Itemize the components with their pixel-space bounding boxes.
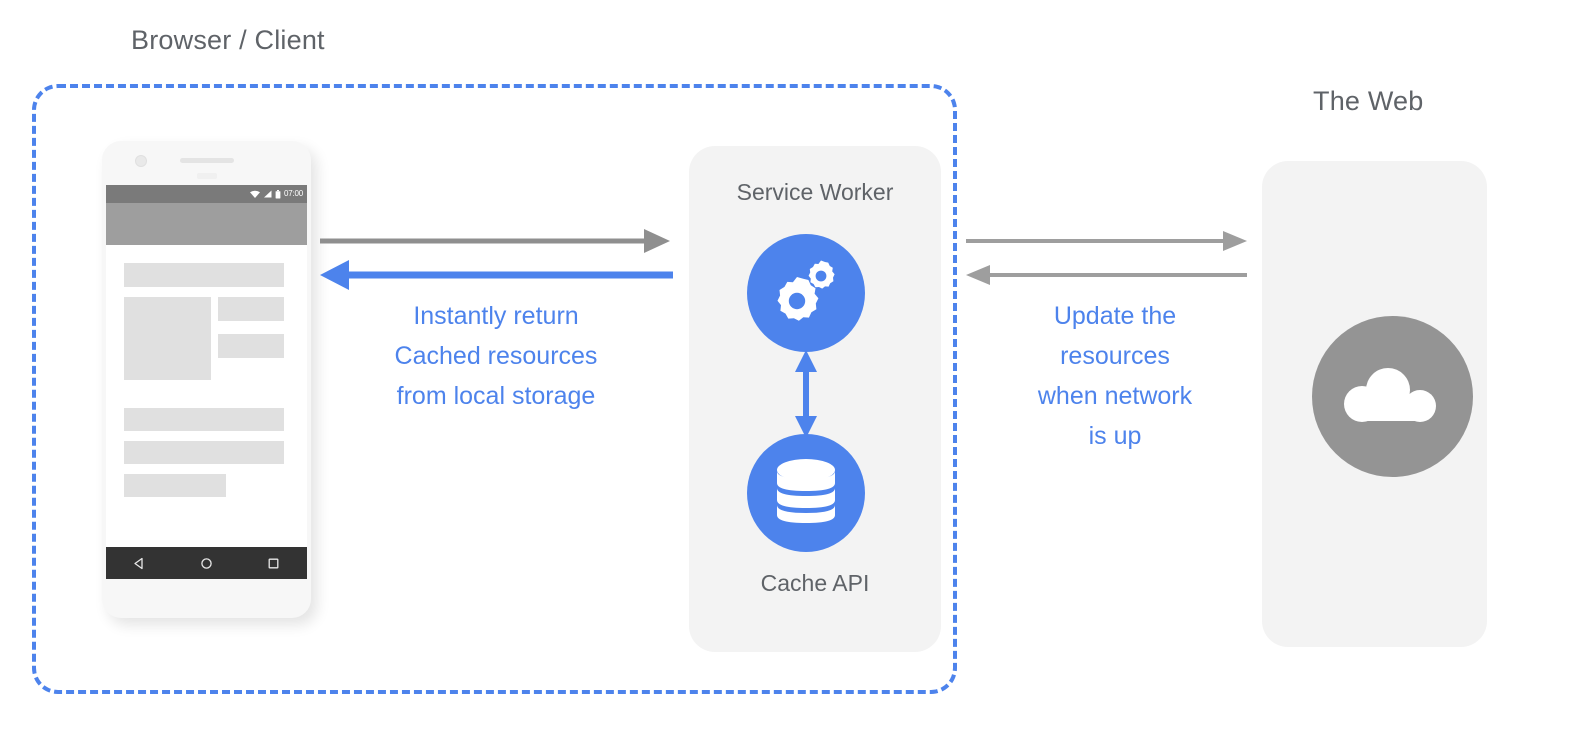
service-worker-gears-badge xyxy=(747,234,865,352)
cache-database-badge xyxy=(747,434,865,552)
home-button[interactable] xyxy=(200,557,213,570)
client-service-worker-arrows xyxy=(320,229,673,290)
skeleton-block xyxy=(124,297,211,380)
android-nav-bar xyxy=(106,547,307,579)
cloud-badge xyxy=(1312,316,1473,477)
browser-client-title: Browser / Client xyxy=(131,25,325,55)
status-bar-time: 07:00 xyxy=(283,189,303,198)
gears-icon xyxy=(777,260,835,321)
browser-client-boundary xyxy=(32,84,957,694)
bidirectional-arrow xyxy=(795,350,817,438)
skeleton-block xyxy=(124,408,284,431)
web-to-service-worker-response-arrow xyxy=(966,265,1247,285)
phone-to-service-worker-request-arrow xyxy=(320,229,670,253)
proximity-sensor xyxy=(197,173,217,179)
skeleton-block xyxy=(218,334,284,358)
battery-icon xyxy=(275,189,281,198)
back-button[interactable] xyxy=(133,557,146,570)
skeleton-block xyxy=(218,297,284,321)
earpiece-speaker xyxy=(180,158,234,163)
cache-api-title: Cache API xyxy=(760,570,870,596)
skeleton-block xyxy=(124,263,284,287)
app-toolbar xyxy=(106,203,307,245)
phone-mockup: 07:00 xyxy=(102,141,311,618)
wifi-icon xyxy=(249,190,260,198)
service-worker-card: Service Worker xyxy=(689,146,941,652)
service-worker-web-arrows xyxy=(966,231,1247,285)
cloud-icon xyxy=(1344,367,1436,422)
the-web-card xyxy=(1262,161,1487,647)
database-icon xyxy=(777,459,835,523)
signal-icon xyxy=(263,190,272,198)
page-content-skeleton xyxy=(106,245,307,547)
skeleton-block xyxy=(124,474,226,497)
skeleton-block xyxy=(124,441,284,464)
service-worker-to-web-request-arrow xyxy=(966,231,1247,251)
recents-button[interactable] xyxy=(267,557,280,570)
front-camera-icon xyxy=(135,155,147,167)
the-web-title: The Web xyxy=(1313,86,1424,116)
phone-screen: 07:00 xyxy=(106,185,307,579)
left-flow-note: Instantly return Cached resources from l… xyxy=(394,302,598,410)
status-bar: 07:00 xyxy=(106,185,307,203)
service-worker-title: Service Worker xyxy=(736,179,894,205)
service-worker-to-phone-response-arrow xyxy=(320,260,673,290)
right-flow-note: Update the resources when network is up xyxy=(1037,302,1193,450)
